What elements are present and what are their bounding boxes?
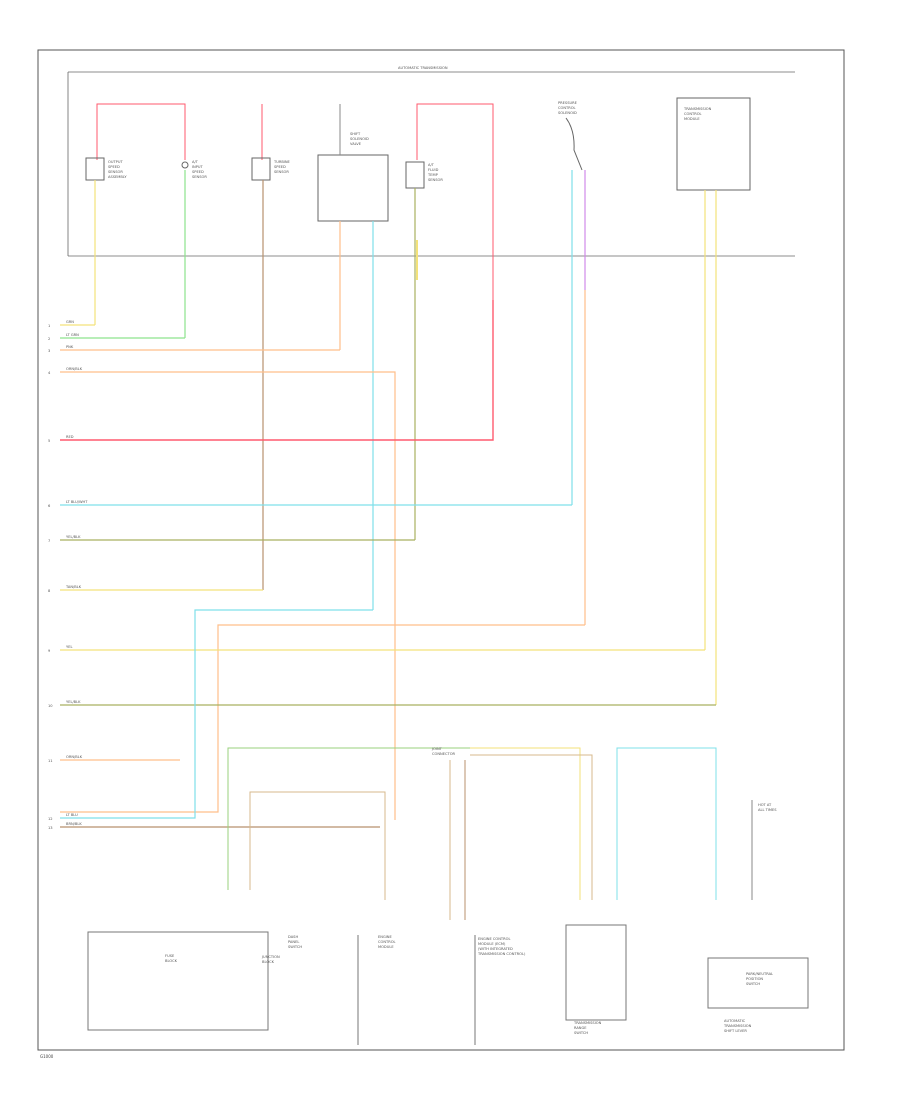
label-yel: YEL [66, 645, 72, 649]
component-tcm-box [676, 97, 751, 191]
pin-6: 6 [48, 504, 51, 508]
component-shift-solenoid [317, 154, 389, 222]
comp-pressure: PRESSURE CONTROL SOLENOID [558, 101, 578, 115]
label-yel-blk-2: YEL/BLK [66, 700, 81, 704]
comp-joint: JOINT CONNECTOR [431, 747, 456, 756]
label-yel-blk: YEL/BLK [66, 535, 81, 539]
pin-8: 8 [48, 589, 51, 593]
comp-park: PARK/NEUTRAL POSITION SWITCH [746, 972, 774, 986]
wire-red-loop-1 [96, 103, 186, 160]
component-park-switch [707, 957, 809, 1009]
lower-section [87, 747, 809, 1045]
comp-tcm: TRANSMISSION CONTROL MODULE [683, 107, 712, 121]
footer-code: G1000 [40, 1054, 54, 1059]
wire-red [60, 300, 494, 441]
wire-orange-mid [60, 624, 585, 813]
diagram-frame [37, 49, 845, 1051]
comp-ecm-desc: ENGINE CONTROL MODULE (ECM) (WITH INTEGR… [477, 937, 526, 956]
comp-bottom-auto: AUTOMATIC TRANSMISSION SHIFT LEVER [723, 1019, 752, 1033]
comp-hot: HOT AT ALL TIMES [758, 803, 777, 812]
label-ltgrn: LT GRN [66, 333, 79, 337]
pin-7: 7 [48, 539, 50, 543]
wire-cyan-low [616, 747, 717, 900]
pin-2: 2 [48, 337, 50, 341]
label-pnk: PNK [66, 345, 74, 349]
comp-ecm: ENGINE CONTROL MODULE [378, 935, 397, 949]
wire-green-low [227, 747, 470, 890]
comp-sensor2: A/T INPUT SPEED SENSOR [192, 160, 207, 179]
comp-sensor1: OUTPUT SPEED SENSOR ASSEMBLY [108, 160, 127, 179]
wire-yellow-joint [470, 747, 581, 900]
pin-3: 3 [48, 349, 50, 353]
comp-dash: DASH PANEL SWITCH [288, 935, 302, 949]
label-orn-blk: ORN/BLK [66, 367, 83, 371]
pin-4: 4 [48, 371, 51, 375]
pin-12: 12 [48, 817, 53, 821]
component-range-switch [565, 924, 627, 1021]
pin-10: 10 [48, 704, 53, 708]
horizontal-wires [60, 300, 716, 828]
component-fuse-block [87, 931, 269, 1031]
transmission-title: AUTOMATIC TRANSMISSION [398, 66, 448, 70]
component-turbine-speed-sensor [251, 157, 271, 181]
pin-11: 11 [48, 759, 53, 763]
labels: GRN LT GRN PNK ORN/BLK RED LT BLU/WHT YE… [40, 101, 777, 1059]
pin-5: 5 [48, 439, 50, 443]
component-input-speed-sensor [181, 161, 189, 169]
label-red: RED [66, 435, 74, 439]
label-ltblu-wht: LT BLU/WHT [66, 500, 88, 504]
component-pressure-switch [565, 117, 583, 171]
component-fluid-temp-sensor [405, 161, 425, 189]
wire-tan-low [249, 791, 386, 900]
wire-ltblu [60, 609, 373, 819]
vertical-wires [94, 170, 717, 705]
component-output-speed-sensor [85, 157, 105, 181]
label-orn-blk-2: ORN/BLK [66, 755, 83, 759]
wire-red-loop-2 [416, 103, 494, 300]
comp-sensor5: A/T FLUID TEMP SENSOR [427, 163, 443, 182]
comp-sensor4: SHIFT SOLENOID VALVE [350, 132, 370, 146]
wire-orn-blk [60, 371, 396, 820]
label-grn: GRN [66, 320, 74, 324]
pin-9: 9 [48, 649, 51, 653]
pin-1: 1 [48, 324, 50, 328]
comp-jb: JUNCTION BLOCK [261, 955, 281, 964]
pin-13: 13 [48, 826, 53, 830]
wire-tan-joint [470, 754, 593, 900]
label-brn-blk: BRN/BLK [66, 822, 82, 826]
label-ltblu: LT BLU [66, 813, 78, 817]
label-tan-blk: TAN/BLK [65, 585, 82, 589]
comp-sensor3: TURBINE SPEED SENSOR [273, 160, 291, 174]
comp-fuse: FUSE BLOCK [165, 954, 178, 963]
comp-range: TRANSMISSION RANGE SWITCH [573, 1021, 602, 1035]
